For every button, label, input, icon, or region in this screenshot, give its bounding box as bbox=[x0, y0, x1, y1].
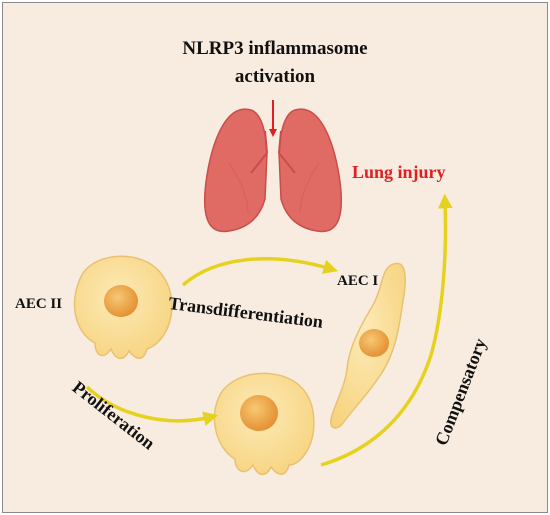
proliferated-cell bbox=[213, 372, 315, 476]
title-line-2: activation bbox=[234, 66, 316, 87]
aec-i-cell bbox=[329, 262, 406, 429]
proliferation-arrow bbox=[85, 385, 219, 426]
lung-illustration bbox=[204, 108, 342, 233]
diagram-graphics bbox=[73, 100, 453, 476]
compensatory-arrow bbox=[320, 193, 453, 467]
title-line-1: NLRP3 inflammasome bbox=[182, 38, 368, 59]
aec-i-label: AEC I bbox=[337, 273, 379, 289]
aec-ii-label: AEC II bbox=[15, 296, 63, 312]
transdifferentiation-arrow bbox=[181, 257, 339, 287]
lung-injury-label: Lung injury bbox=[352, 162, 446, 182]
aec-ii-cell bbox=[73, 255, 173, 360]
